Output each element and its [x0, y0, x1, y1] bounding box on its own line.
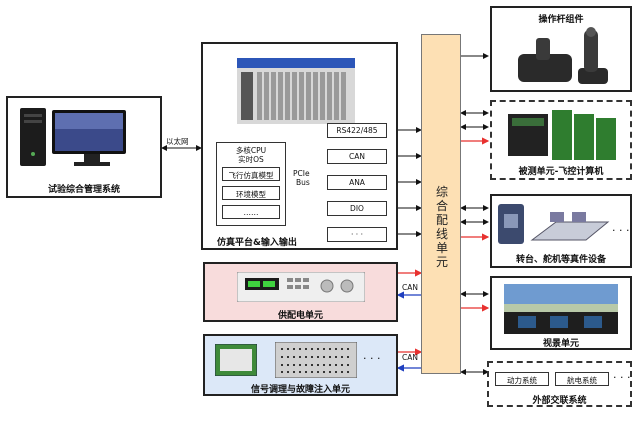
simulation-platform-label: 仿真平台&输入输出: [217, 238, 297, 248]
io-box-dio: DIO: [327, 201, 387, 216]
management-system-box: 试验综合管理系统: [6, 96, 162, 198]
signal-unit-box: · · · 信号调理与故障注入单元: [203, 334, 398, 396]
external-systems-box: 动力系统 航电系统 · · · 外部交联系统: [487, 361, 632, 407]
turntable-icon: [498, 204, 610, 244]
io-box-rs422: RS422/485: [327, 123, 387, 138]
pxi-chassis-icon: [237, 58, 355, 124]
power-unit-label: 供配电单元: [277, 311, 323, 321]
ethernet-label: 以太网: [166, 137, 189, 146]
turntable-label: 转台、舵机等真件设备: [515, 255, 606, 265]
io-label-dio: DIO: [350, 204, 364, 213]
external-item-avionics: 航电系统: [555, 372, 609, 386]
pcie-label-line1: PCIe: [293, 169, 310, 178]
signal-more-label: · · ·: [363, 352, 381, 365]
turntable-box: · · · 转台、舵机等真件设备: [490, 194, 632, 268]
flight-model-box: 飞行仿真模型: [222, 167, 280, 181]
dut-label: 被测单元-飞控计算机: [518, 167, 604, 177]
external-systems-label: 外部交联系统: [532, 396, 587, 406]
terminal-board-icon: [215, 344, 257, 376]
flight-computer-icon: [508, 110, 616, 160]
visual-unit-label: 视景单元: [542, 339, 579, 349]
power-can-label: CAN: [402, 283, 418, 292]
cpu-box: 多核CPU 实时OS 飞行仿真模型 环境模型 ……: [216, 142, 286, 226]
desktop-computer-icon: [20, 108, 126, 166]
more-models-box: ……: [222, 205, 280, 219]
power-unit-box: 供配电单元: [203, 262, 398, 322]
wiring-unit-label: 综合配线单元: [435, 185, 448, 269]
pcie-label-line2: Bus: [296, 178, 310, 187]
io-box-more: · · ·: [327, 227, 387, 242]
flight-model-label: 飞行仿真模型: [228, 171, 274, 180]
signal-can-label: CAN: [402, 353, 418, 362]
io-box-can: CAN: [327, 149, 387, 164]
visual-unit-box: 视景单元: [490, 276, 632, 350]
joystick-label: 操作杆组件: [538, 15, 584, 25]
cockpit-view-icon: [504, 284, 618, 334]
wiring-unit-bus: 综合配线单元: [421, 34, 461, 374]
dut-box: 被测单元-飞控计算机: [490, 100, 632, 180]
io-label-ana: ANA: [349, 178, 365, 187]
management-system-label: 试验综合管理系统: [47, 185, 120, 195]
simulation-platform-box: 多核CPU 实时OS 飞行仿真模型 环境模型 …… PCIe Bus 仿真平台&…: [201, 42, 398, 250]
io-label-more: · · ·: [351, 230, 363, 239]
joystick-icon: [518, 27, 608, 84]
env-model-box: 环境模型: [222, 186, 280, 200]
os-label: 实时OS: [238, 155, 264, 164]
breakout-panel-icon: [275, 342, 357, 378]
external-item-power-label: 动力系统: [507, 376, 537, 385]
power-supply-icon: [237, 272, 365, 302]
turntable-more-label: · · ·: [612, 224, 630, 237]
external-item-power: 动力系统: [495, 372, 549, 386]
io-box-ana: ANA: [327, 175, 387, 190]
signal-unit-label: 信号调理与故障注入单元: [250, 385, 350, 395]
more-models-label: ……: [243, 208, 259, 217]
cpu-label: 多核CPU: [235, 146, 267, 155]
io-label-can: CAN: [349, 152, 365, 161]
env-model-label: 环境模型: [236, 190, 266, 199]
joystick-box: 操作杆组件: [490, 6, 632, 92]
external-more-label: · · ·: [613, 371, 631, 384]
external-item-avionics-label: 航电系统: [567, 376, 597, 385]
io-label-rs422: RS422/485: [336, 126, 378, 135]
